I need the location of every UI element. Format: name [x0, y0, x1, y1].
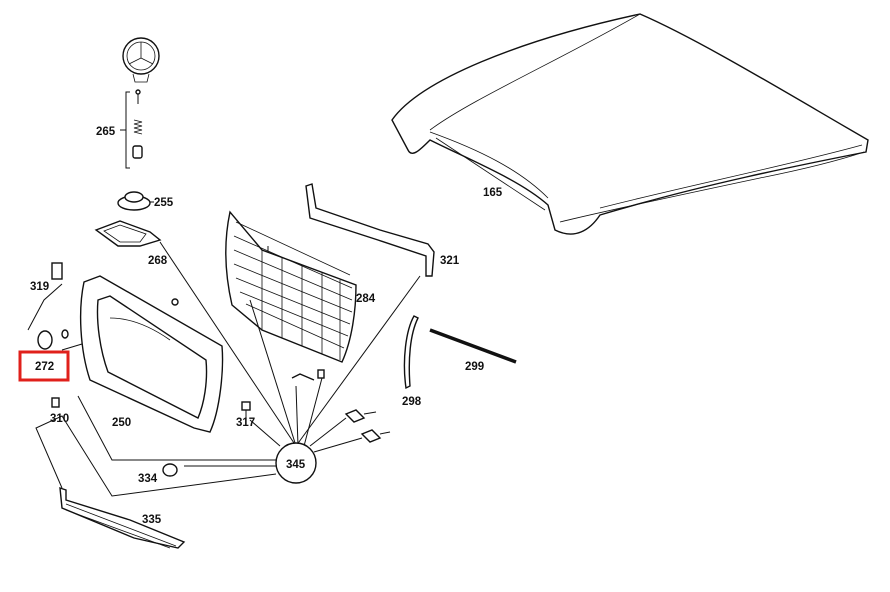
clip-part-319 — [51, 262, 63, 280]
hood-part — [391, 13, 869, 235]
gasket-part — [94, 220, 162, 247]
hood-bracket-part — [305, 183, 435, 277]
label-334: 334 — [138, 473, 158, 485]
label-335: 335 — [142, 514, 162, 526]
label-272: 272 — [35, 361, 54, 373]
molding-strip-part — [403, 315, 419, 390]
screw-part-310 — [51, 397, 60, 408]
screw-parts-345 — [291, 369, 391, 443]
radiator-grille-part — [225, 210, 357, 363]
nut-part-334 — [162, 463, 178, 477]
label-165: 165 — [483, 187, 503, 199]
label-255: 255 — [154, 197, 174, 209]
highlight-box-272 — [18, 350, 70, 382]
clip-part-272 — [37, 329, 69, 350]
label-265: 265 — [96, 126, 116, 138]
label-299: 299 — [465, 361, 484, 373]
grille-shell-part — [79, 275, 224, 433]
rod-part — [429, 328, 517, 364]
label-250: 250 — [112, 417, 131, 429]
lower-trim-part — [59, 486, 186, 549]
star-emblem-part — [122, 37, 160, 83]
callout-345-circle — [275, 442, 317, 484]
label-268: 268 — [148, 255, 168, 267]
label-298: 298 — [402, 396, 422, 408]
screw-part-317 — [241, 401, 251, 420]
grommet-part — [117, 191, 154, 211]
label-317: 317 — [236, 417, 255, 429]
label-345: 345 — [286, 459, 306, 471]
spring-part — [120, 89, 143, 169]
callout-345-leaders — [27, 241, 421, 497]
label-310: 310 — [50, 413, 69, 425]
label-321: 321 — [440, 255, 460, 267]
label-319: 319 — [30, 281, 49, 293]
label-284: 284 — [356, 293, 376, 305]
